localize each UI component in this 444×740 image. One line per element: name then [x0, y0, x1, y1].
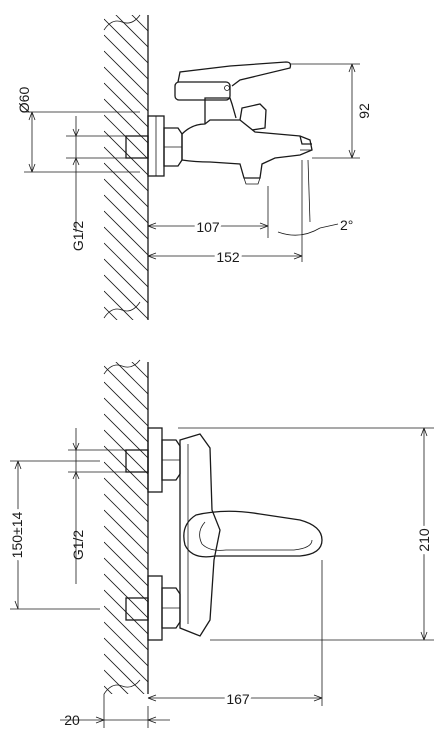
hatch-line — [104, 573, 148, 619]
dim-spout-reach: 107 — [196, 219, 220, 235]
hatch-line — [104, 194, 148, 240]
hatch-line — [104, 258, 148, 304]
hatch-line — [131, 15, 148, 32]
dim-height-side: 92 — [356, 103, 372, 119]
hatch-line — [104, 413, 148, 459]
hatch-line — [104, 82, 148, 128]
hatch-line — [104, 557, 148, 603]
hatch-line — [104, 653, 145, 694]
hatch-line — [104, 493, 148, 539]
hatch-line — [104, 339, 148, 383]
hatch-line — [147, 15, 148, 16]
dim-angle: 2° — [340, 217, 353, 233]
hatch-line — [104, 178, 148, 224]
dim-total-reach: 152 — [216, 249, 240, 265]
hatch-line — [104, 477, 148, 523]
hatch-line — [104, 621, 148, 667]
side-view: Ø60 G1/2 92 2° 107 152 — [16, 14, 372, 383]
faucet-side-outline — [125, 61, 313, 185]
hatch-line — [104, 637, 148, 683]
hatch-line — [104, 381, 148, 427]
dim-thread-side: G1/2 — [70, 221, 86, 252]
dim-width: 167 — [226, 691, 250, 707]
hatch-line — [104, 290, 134, 320]
hatch-line — [104, 18, 148, 64]
front-dimension-lines — [10, 427, 434, 728]
hatch-line — [104, 669, 129, 694]
side-dimension-lines — [24, 63, 360, 262]
hatch-line — [104, 210, 148, 256]
hatch-line — [104, 397, 148, 443]
hatch-line — [104, 306, 118, 320]
wall-section-top — [103, 14, 149, 383]
hatch-line — [104, 162, 148, 208]
hatch-line — [104, 226, 148, 272]
hatch-line — [104, 525, 148, 571]
dim-center-distance: 150±14 — [9, 511, 25, 558]
hatch-line — [147, 362, 148, 363]
hatch-line — [104, 702, 148, 740]
hatch-line — [104, 50, 148, 96]
hatch-line — [115, 362, 148, 395]
front-view: G1/2 150±14 210 167 20 — [6, 302, 435, 740]
hatch-line — [104, 242, 148, 288]
dim-thread-front: G1/2 — [70, 530, 86, 561]
hatch-line — [104, 323, 148, 367]
dim-diameter: Ø60 — [16, 87, 32, 114]
hatch-line — [104, 34, 148, 80]
hatch-line — [104, 274, 148, 320]
faucet-front-outline — [125, 427, 323, 641]
hatch-line — [104, 66, 148, 112]
hatch-line — [115, 15, 148, 48]
hatch-line — [104, 685, 113, 694]
dim-wall-offset: 20 — [64, 712, 80, 728]
wall-section-bottom — [103, 302, 149, 740]
hatch-line — [104, 146, 148, 192]
hatch-line — [104, 541, 148, 587]
dim-height-front: 210 — [416, 528, 432, 552]
hatch-line — [104, 461, 148, 507]
hatch-line — [104, 509, 148, 555]
hatch-line — [104, 365, 148, 411]
hatch-line — [131, 362, 148, 379]
hatch-line — [104, 302, 148, 346]
hatch-line — [104, 605, 148, 651]
